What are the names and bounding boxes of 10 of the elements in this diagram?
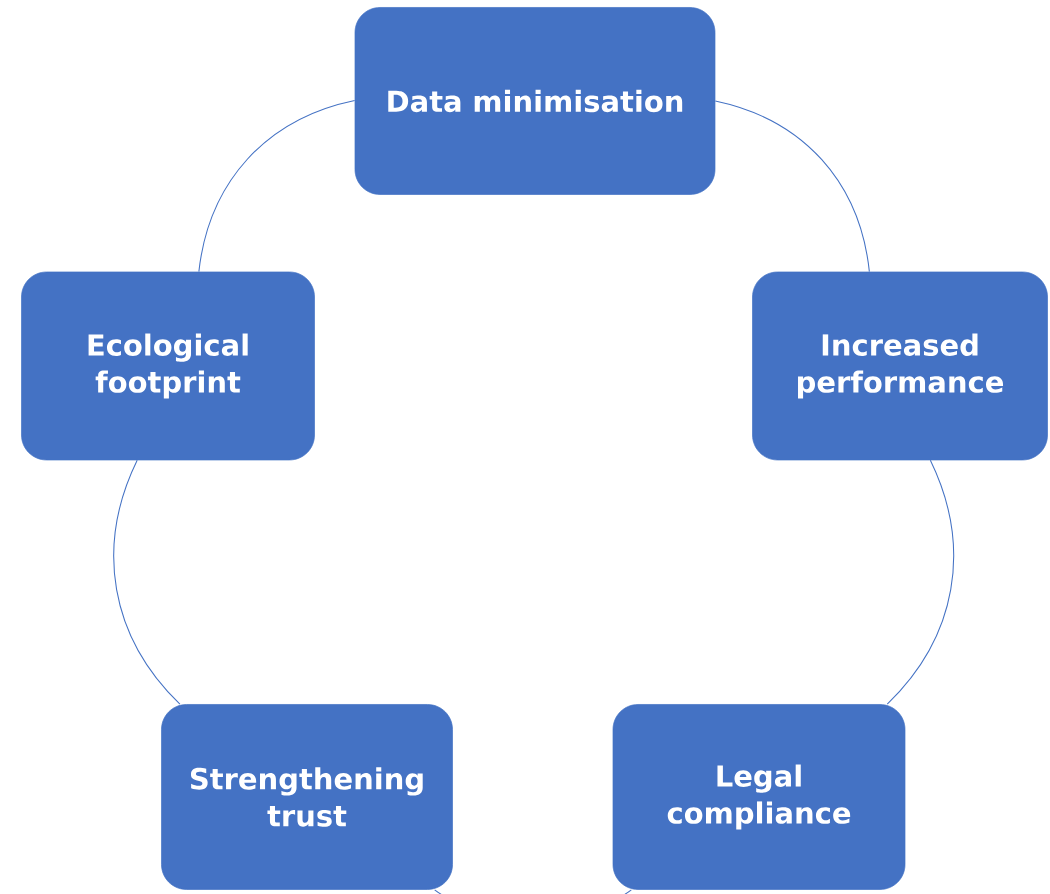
- process-box: Legal compliance: [612, 704, 906, 890]
- connector-arc: [714, 100, 870, 273]
- process-box: Ecological footprint: [21, 271, 315, 461]
- connector-arc: [886, 459, 954, 705]
- process-box: Data minimisation: [354, 7, 716, 195]
- connector-arc: [113, 459, 181, 705]
- process-box: Strengthening trust: [161, 704, 453, 890]
- connector-arc: [434, 889, 632, 894]
- process-box: Increased performance: [752, 271, 1048, 461]
- connector-arc: [198, 99, 356, 273]
